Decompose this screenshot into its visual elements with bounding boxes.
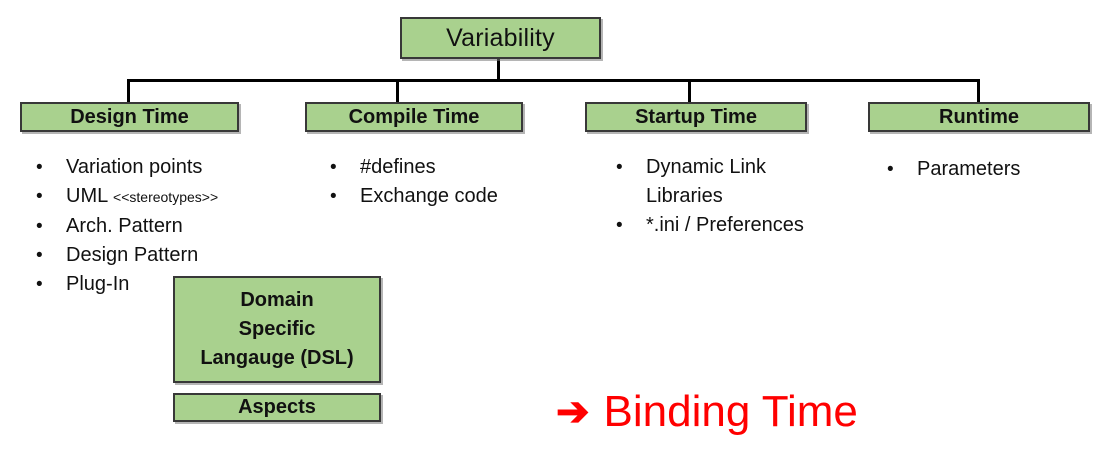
list-item: #defines: [330, 153, 550, 182]
list-item-text: Design Pattern: [66, 244, 199, 266]
dsl-line: Langauge (DSL): [200, 347, 354, 369]
list-item: Dynamic Link Libraries: [616, 153, 826, 211]
list-item-suffix: <<stereotypes>>: [113, 189, 219, 205]
runtime-list: Parameters: [887, 155, 1087, 184]
branch-box-design-time: Design Time: [20, 102, 239, 132]
list-item: Plug-In: [36, 270, 286, 299]
list-item: Parameters: [887, 155, 1087, 184]
branch-box-compile-time: Compile Time: [305, 102, 523, 132]
list-item-text: Parameters: [917, 158, 1021, 180]
list-item-text: UML: [66, 185, 114, 207]
right-arrow-icon: ➔: [556, 390, 590, 435]
list-item-text: *.ini / Preferences: [646, 214, 804, 236]
aspects-label: Aspects: [238, 396, 316, 418]
list-item-text: Plug-In: [66, 273, 130, 295]
list-item: Variation points: [36, 153, 286, 182]
root-node-variability: Variability: [400, 17, 601, 59]
branch-box-startup-time: Startup Time: [585, 102, 807, 132]
branch-label: Compile Time: [348, 105, 480, 128]
startup-time-list: Dynamic Link Libraries *.ini / Preferenc…: [616, 153, 826, 240]
list-item-text: Arch. Pattern: [66, 215, 183, 237]
list-item-text: Exchange code: [360, 185, 498, 207]
connector-horizontal-bar: [127, 79, 980, 82]
connector-root-drop: [497, 58, 500, 81]
list-item: Exchange code: [330, 182, 550, 211]
dsl-line: Domain: [240, 289, 314, 311]
list-item-text: #defines: [360, 156, 436, 178]
binding-time-label: Binding Time: [603, 387, 858, 436]
branch-label: Design Time: [70, 105, 189, 128]
connector-drop-runtime: [977, 80, 980, 103]
root-node-label: Variability: [446, 23, 555, 52]
list-item: UML <<stereotypes>>: [36, 182, 286, 212]
branch-label: Startup Time: [635, 105, 757, 128]
compile-time-list: #defines Exchange code: [330, 153, 550, 211]
design-time-list: Variation points UML <<stereotypes>> Arc…: [36, 153, 286, 299]
aspects-box: Aspects: [173, 393, 381, 422]
connector-drop-compile: [396, 80, 399, 103]
branch-box-runtime: Runtime: [868, 102, 1090, 132]
connector-drop-design: [127, 80, 130, 103]
list-item: Design Pattern: [36, 241, 286, 270]
list-item: Arch. Pattern: [36, 212, 286, 241]
dsl-box: Domain Specific Langauge (DSL): [173, 276, 381, 383]
connector-drop-startup: [688, 80, 691, 103]
binding-time-annotation: ➔ Binding Time: [556, 387, 858, 436]
list-item: *.ini / Preferences: [616, 211, 826, 240]
list-item-text: Dynamic Link Libraries: [646, 156, 767, 207]
list-item-text: Variation points: [66, 156, 203, 178]
dsl-line: Specific: [238, 318, 316, 340]
branch-label: Runtime: [939, 105, 1019, 128]
